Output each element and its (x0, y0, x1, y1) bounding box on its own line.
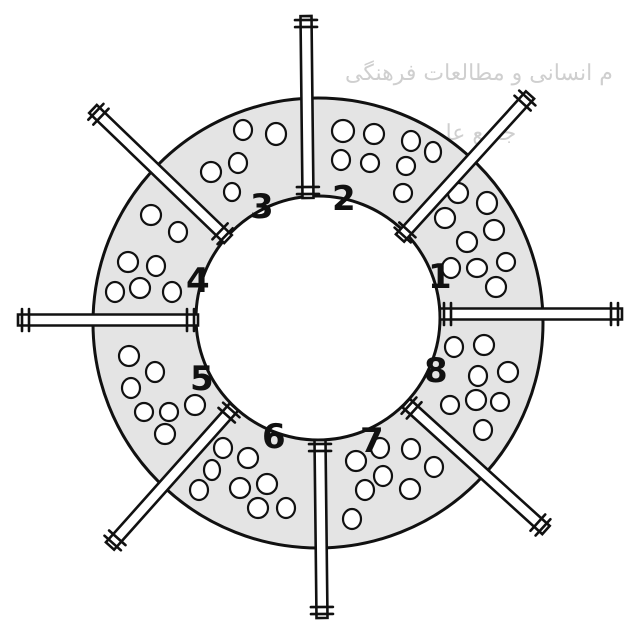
pebble (155, 424, 175, 444)
pebble (277, 498, 295, 518)
label-4: 4 (186, 261, 210, 301)
pebble (248, 498, 268, 518)
spoke-bar (440, 309, 622, 320)
pebble (204, 460, 220, 480)
pebble (364, 124, 384, 144)
pebble (106, 282, 124, 302)
label-5: 5 (190, 359, 214, 399)
label-3: 3 (250, 187, 274, 227)
pebble (343, 509, 361, 529)
pebble (190, 480, 208, 500)
label-8: 8 (424, 351, 448, 391)
pebble (498, 362, 518, 382)
label-2: 2 (332, 179, 356, 219)
pebble (469, 366, 487, 386)
pebble (402, 439, 420, 459)
pebble (486, 277, 506, 297)
pebble (491, 393, 509, 411)
pebble (374, 466, 392, 486)
pebble (163, 282, 181, 302)
pebble (160, 403, 178, 421)
pebble (135, 403, 153, 421)
pebble (146, 362, 164, 382)
pebble (141, 205, 161, 225)
pebble (118, 252, 138, 272)
pebble (147, 256, 165, 276)
spoke-bar (301, 16, 314, 198)
pebble (474, 420, 492, 440)
pebble (119, 346, 139, 366)
label-6: 6 (262, 417, 286, 457)
pebble (457, 232, 477, 252)
pebble (402, 131, 420, 151)
pebble (435, 208, 455, 228)
pebble (122, 378, 140, 398)
pebble (394, 184, 412, 202)
pebble (497, 253, 515, 271)
pebble (224, 183, 240, 201)
pebble (332, 120, 354, 142)
pebble (477, 192, 497, 214)
pebble (397, 157, 415, 175)
pebble (467, 259, 487, 277)
pebble (356, 480, 374, 500)
pebble (230, 478, 250, 498)
pebble (425, 457, 443, 477)
pebble (201, 162, 221, 182)
pebble (332, 150, 350, 170)
pebble (169, 222, 187, 242)
pebble (400, 479, 420, 499)
spoke-bar (18, 315, 198, 326)
pebble (257, 474, 277, 494)
label-1: 1 (428, 257, 452, 297)
pebble (445, 337, 463, 357)
pebble (130, 278, 150, 298)
pebble (361, 154, 379, 172)
spoke-bar (315, 440, 328, 618)
pebble (474, 335, 494, 355)
pebble (266, 123, 286, 145)
pebble (238, 448, 258, 468)
pebble (214, 438, 232, 458)
pebble (229, 153, 247, 173)
label-7: 7 (360, 421, 384, 461)
pebble (484, 220, 504, 240)
pebble (441, 396, 459, 414)
pebble (466, 390, 486, 410)
pebble (234, 120, 252, 140)
watermark-line-1: م انسانی و مطالعات فرهنگی (345, 60, 613, 86)
pebble (425, 142, 441, 162)
